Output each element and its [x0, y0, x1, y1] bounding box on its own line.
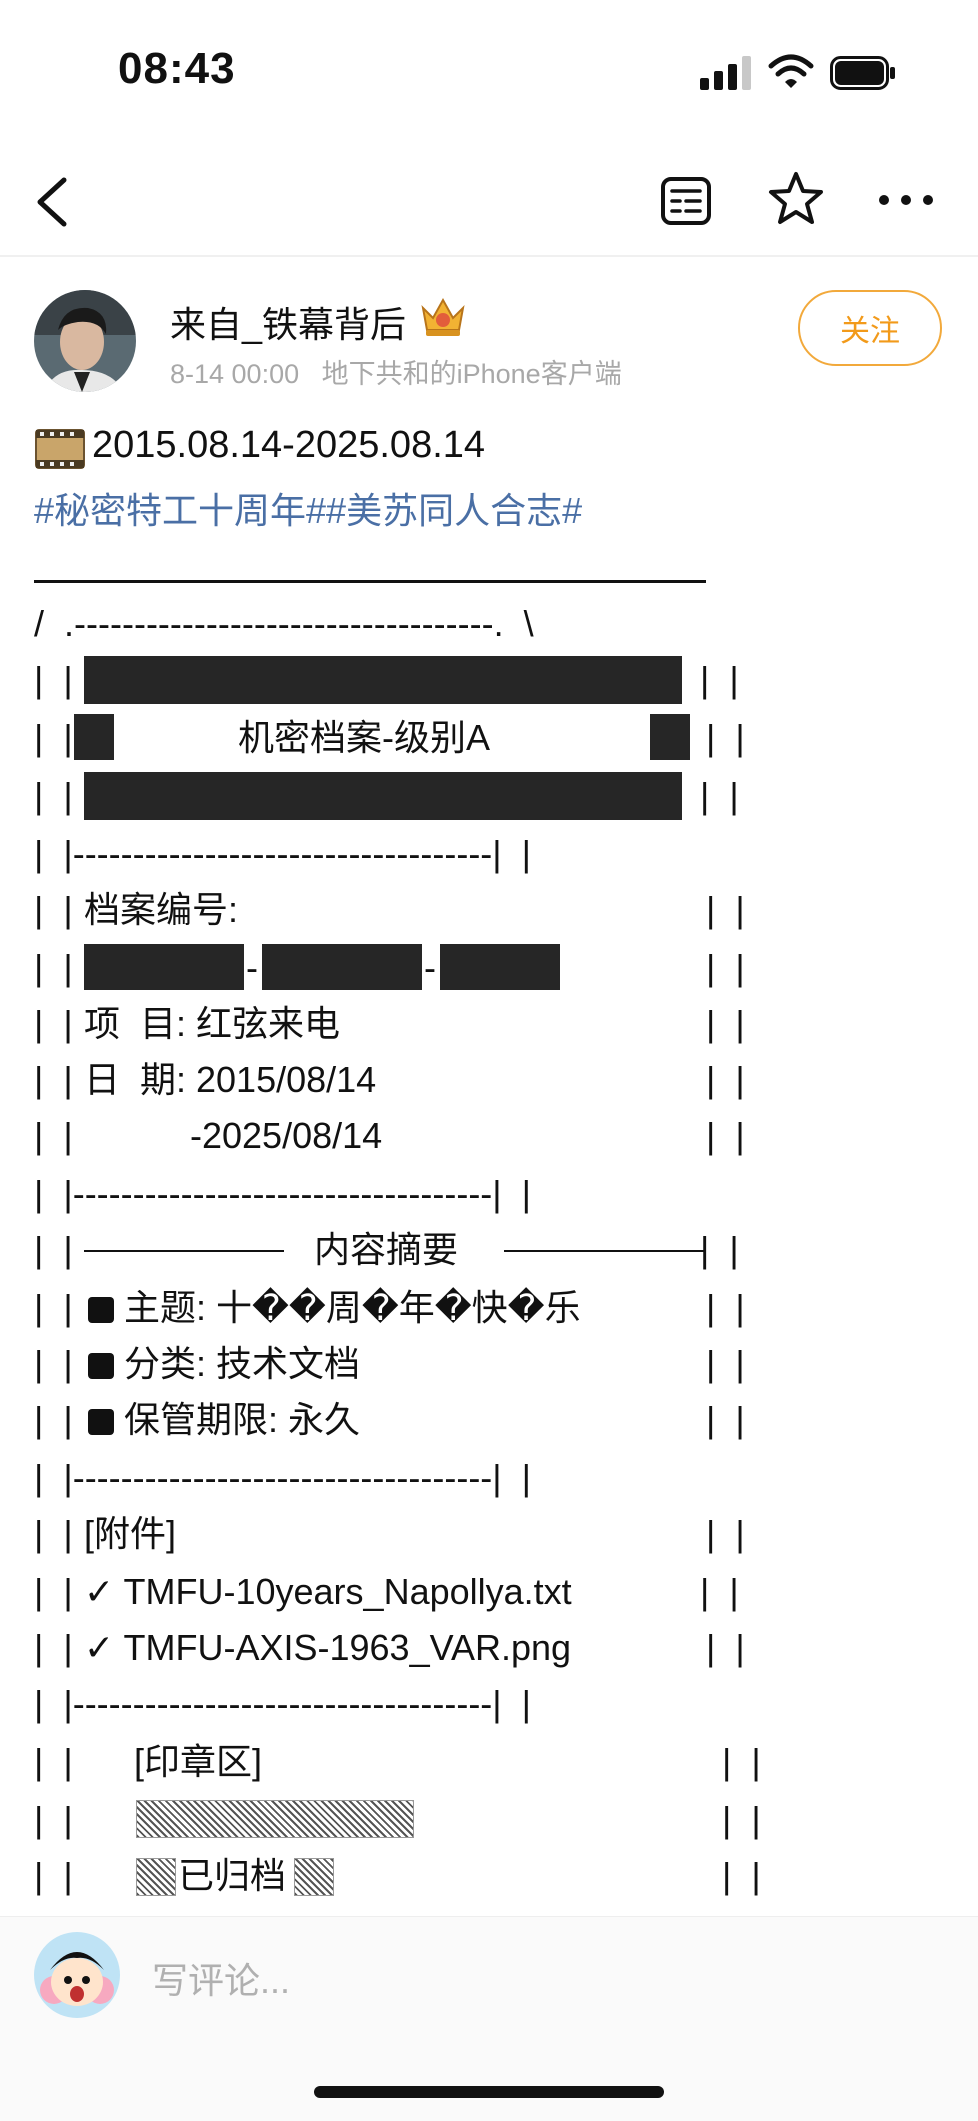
ascii-top-border: / .-----------------------------------. …	[34, 603, 534, 644]
ascii-left-border: | |	[34, 659, 73, 700]
date-line: 日 期: 2015/08/14	[84, 1059, 377, 1100]
summary-rule-left	[84, 1250, 284, 1252]
author-avatar[interactable]	[34, 290, 136, 392]
post-meta: 8-14 00:00 地下共和的iPhone客户端	[170, 352, 622, 391]
ascii-right-border: | |	[700, 659, 739, 700]
dash: -	[246, 947, 258, 988]
horizontal-rule	[34, 580, 706, 583]
attachment-item: ✓ TMFU-10years_Napollya.txt	[84, 1571, 572, 1612]
ascii-right-border: | |	[706, 889, 745, 930]
ascii-separator: | |-----------------------------------| …	[34, 1683, 532, 1724]
square-bullet-icon	[88, 1409, 114, 1435]
ascii-right-border: | |	[700, 1229, 739, 1270]
project-line: 项 目: 红弦来电	[84, 1003, 341, 1044]
topic-line: 主题: 十��周�年�快�乐	[124, 1287, 581, 1328]
ascii-right-border: | |	[722, 1799, 761, 1840]
redaction-bar	[84, 656, 682, 704]
ascii-separator: | |-----------------------------------| …	[34, 833, 532, 874]
ascii-left-border: | |	[34, 1741, 73, 1782]
seal-hatch-block	[136, 1800, 414, 1838]
back-button[interactable]	[28, 172, 78, 232]
hashtag-links[interactable]: #秘密特工十周年##美苏同人合志#	[34, 490, 583, 531]
summary-title: 内容摘要	[314, 1229, 459, 1270]
home-indicator	[314, 2086, 664, 2098]
ascii-right-border: | |	[706, 1343, 745, 1384]
ascii-right-border: | |	[706, 1513, 745, 1554]
ascii-left-border: | |	[34, 1855, 73, 1896]
redaction-bar	[84, 772, 682, 820]
author-name[interactable]: 来自_铁幕背后	[170, 304, 407, 345]
ascii-right-border: | |	[706, 1003, 745, 1044]
cellular-signal-icon	[700, 56, 751, 90]
reader-mode-icon[interactable]	[660, 176, 712, 226]
file-number-label: 档案编号:	[84, 889, 239, 930]
comment-input[interactable]: 写评论...	[152, 1960, 291, 2001]
ascii-right-border: | |	[722, 1741, 761, 1782]
ascii-left-border: | |	[34, 1059, 73, 1100]
date-line-end: -2025/08/14	[190, 1115, 383, 1156]
attachment-item: ✓ TMFU-AXIS-1963_VAR.png	[84, 1627, 572, 1668]
crown-icon	[421, 297, 465, 336]
summary-rule-right	[504, 1250, 704, 1252]
wifi-icon	[768, 54, 814, 88]
redaction-block	[262, 944, 422, 990]
ascii-left-border: | |	[34, 1115, 73, 1156]
follow-button[interactable]: 关注	[798, 290, 942, 366]
retention-line: 保管期限: 永久	[124, 1399, 361, 1440]
list-item: 分类: 技术文档	[88, 1340, 360, 1388]
battery-icon	[830, 56, 895, 90]
redaction-block	[650, 714, 690, 760]
ascii-left-border: | |	[34, 1399, 73, 1440]
square-bullet-icon	[88, 1353, 114, 1379]
ascii-left-border: | |	[34, 1627, 73, 1668]
ascii-left-border: | |	[34, 1799, 73, 1840]
ascii-right-border: | |	[706, 1287, 745, 1328]
ascii-left-border: | |	[34, 775, 73, 816]
attachments-label: [附件]	[84, 1513, 177, 1554]
user-avatar[interactable]	[34, 1932, 120, 2018]
seal-label: [印章区]	[134, 1741, 263, 1782]
post-date-range: 2015.08.14-2025.08.14	[92, 424, 486, 466]
ascii-separator: | |-----------------------------------| …	[34, 1457, 532, 1498]
ascii-left-border: | |	[34, 1571, 73, 1612]
status-time: 08:43	[118, 44, 236, 93]
dossier-title: 机密档案-级别A	[238, 717, 491, 758]
ascii-right-border: | |	[706, 717, 745, 758]
ascii-left-border: | |	[34, 1003, 73, 1044]
list-item: 主题: 十��周�年�快�乐	[88, 1284, 581, 1332]
ascii-left-border: | |	[34, 1229, 73, 1270]
ascii-left-border: | |	[34, 947, 73, 988]
ascii-left-border: | |	[34, 889, 73, 930]
star-icon[interactable]	[768, 170, 824, 228]
square-bullet-icon	[88, 1297, 114, 1323]
ascii-right-border: | |	[706, 947, 745, 988]
seal-hatch-block	[294, 1858, 334, 1896]
ascii-left-border: | |	[34, 1343, 73, 1384]
ascii-left-border: | |	[34, 1513, 73, 1554]
more-dots-icon[interactable]	[876, 186, 936, 214]
ascii-right-border: | |	[700, 775, 739, 816]
seal-hatch-block	[136, 1858, 176, 1896]
ascii-right-border: | |	[706, 1059, 745, 1100]
ascii-separator: | |-----------------------------------| …	[34, 1173, 532, 1214]
redaction-block	[74, 714, 114, 760]
list-item: 保管期限: 永久	[88, 1396, 360, 1444]
ascii-right-border: | |	[706, 1399, 745, 1440]
ascii-right-border: | |	[722, 1855, 761, 1896]
post-date: 8-14 00:00	[170, 359, 300, 389]
category-line: 分类: 技术文档	[124, 1343, 361, 1384]
post-source: 地下共和的iPhone客户端	[321, 359, 622, 389]
nav-divider	[0, 255, 978, 257]
ascii-right-border: | |	[706, 1627, 745, 1668]
ascii-left-border: | |	[34, 717, 73, 758]
ascii-left-border: | |	[34, 1287, 73, 1328]
redaction-block	[440, 944, 560, 990]
dash: -	[424, 947, 436, 988]
archived-label: 已归档	[178, 1855, 287, 1896]
ascii-right-border: | |	[706, 1115, 745, 1156]
redaction-block	[84, 944, 244, 990]
film-icon	[35, 429, 85, 469]
ascii-right-border: | |	[700, 1571, 739, 1612]
